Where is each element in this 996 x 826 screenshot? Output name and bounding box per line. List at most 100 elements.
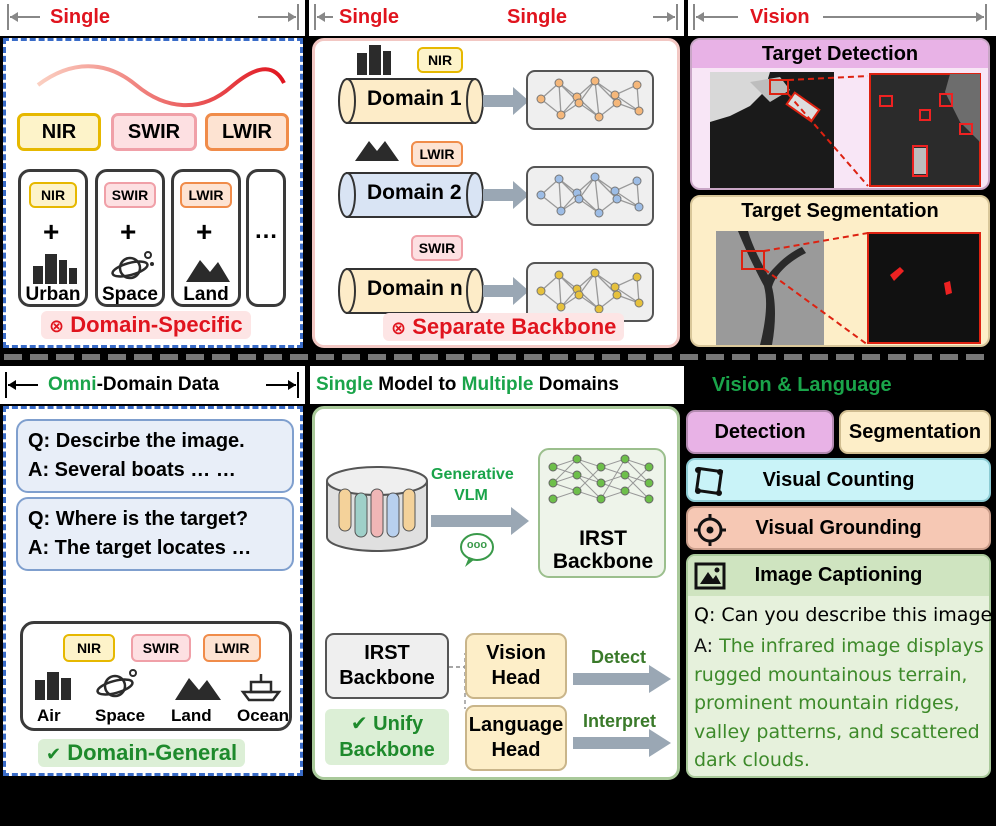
qa-box-1: Q: Descirbe the image. A: Several boats … <box>16 419 294 493</box>
domain-specific-panel: NIR SWIR LWIR NIR + Urban SWIR + Space L… <box>3 38 303 348</box>
cylinder-domain-n <box>338 268 484 314</box>
target-icon <box>694 514 726 546</box>
domain2-tag: LWIR <box>411 141 463 167</box>
language-head-box: Language Head <box>465 705 567 771</box>
plus-sign: + <box>196 216 213 247</box>
detect-label: Detect <box>591 647 647 667</box>
mountain-icon <box>186 260 230 282</box>
label-space: Space <box>95 706 146 725</box>
qa-box-2: Q: Where is the target? A: The target lo… <box>16 497 294 571</box>
card-space: SWIR + Space <box>95 169 165 307</box>
separate-backbone-label: ⊗ Separate Backbone <box>383 313 625 341</box>
detection-title: Target Detection <box>692 40 988 68</box>
domain-general-label: ✔ Domain-General <box>38 739 246 767</box>
domain-general-panel: Q: Descirbe the image. A: Several boats … <box>3 406 303 776</box>
footer-text: Separate Backbone <box>412 314 617 339</box>
planet-icon <box>96 669 137 698</box>
header-arrow <box>314 4 678 30</box>
multiple-word: Multiple <box>461 374 534 395</box>
database-icon <box>326 466 428 552</box>
check-icon: ✔ <box>46 744 62 764</box>
captioning-header: Image Captioning <box>688 556 989 596</box>
bounding-box-icon <box>694 466 724 496</box>
irst-backbone-box: IRST Backbone <box>325 633 449 699</box>
segmentation-task: Segmentation <box>839 410 991 454</box>
answer-prefix: A: <box>694 635 720 657</box>
nir-chip: NIR <box>17 113 101 151</box>
arrow-right-icon <box>483 87 529 305</box>
network-box-blue <box>526 166 654 226</box>
air-icon <box>35 672 71 700</box>
domain-backbones-graphic <box>338 45 654 322</box>
bottom-header-left: Omni-Domain Data <box>0 366 305 404</box>
bottom-header-mid: Single Model to Multiple Domains <box>310 366 684 404</box>
mountain-icon <box>175 678 221 700</box>
visual-counting-label: Visual Counting <box>762 468 915 491</box>
irst-backbone-net-label: IRST Backbone <box>552 527 654 574</box>
caption-answer: A: The infrared image displays rugged mo… <box>694 632 986 775</box>
top-header-right: Vision <box>688 0 996 36</box>
arrow-right-icon <box>431 507 529 535</box>
connector-lines <box>449 653 466 709</box>
omni-domain-header: Omni-Domain Data <box>46 374 222 396</box>
city-icon <box>357 45 391 75</box>
detection-task: Detection <box>686 410 834 454</box>
qa-question: Q: Where is the target? <box>28 508 249 530</box>
domainn-label: Domain n <box>367 277 463 300</box>
header-arrow <box>693 4 987 30</box>
nir-tag: NIR <box>63 634 115 662</box>
interpret-label: Interpret <box>583 711 657 731</box>
header-single-left: Single <box>50 6 111 28</box>
error-icon: ⊗ <box>49 316 65 336</box>
header-single-mid-right: Single <box>507 6 568 28</box>
segmentation-images <box>716 231 981 346</box>
unify-backbone-panel: Generative VLM ooo IRST Backbone IRST Ba… <box>312 406 680 780</box>
unify-graphic <box>326 448 671 757</box>
qa-answer: A: The target locates … <box>28 537 252 559</box>
image-captioning-label: Image Captioning <box>754 564 923 586</box>
card-land: LWIR + Land <box>171 169 241 307</box>
section-divider <box>4 354 992 360</box>
chat-dots: ooo <box>466 539 488 551</box>
plus-sign: + <box>43 216 60 247</box>
visual-grounding-label: Visual Grounding <box>755 516 922 539</box>
header-arrow <box>7 4 299 30</box>
model-to-words: Model to <box>373 374 462 395</box>
answer-text: The infrared image displays rugged mount… <box>694 635 984 771</box>
lwir-chip: LWIR <box>205 113 289 151</box>
card-tag-lwir: LWIR <box>180 182 232 208</box>
footer-text: Domain-Specific <box>70 312 243 337</box>
unify-text: Unify Backbone <box>339 713 435 761</box>
swir-tag: SWIR <box>131 634 191 662</box>
image-icon <box>694 562 726 590</box>
error-icon: ⊗ <box>391 318 407 338</box>
detection-card: Target Detection <box>690 38 990 190</box>
cylinder-domain-2 <box>338 172 484 218</box>
qa-question: Q: Descirbe the image. <box>28 430 245 452</box>
caption-question: Q: Can you describe this image? <box>694 604 996 626</box>
domainn-tag: SWIR <box>411 235 463 261</box>
mountain-icon <box>355 141 399 161</box>
unify-backbone-label: ✔ Unify Backbone <box>325 709 449 765</box>
visual-grounding-task: Visual Grounding <box>686 506 991 550</box>
domain1-tag: NIR <box>417 47 463 73</box>
footer-text: Domain-General <box>67 740 238 765</box>
card-label-urban: Urban <box>25 284 81 305</box>
single-model-header: Single Model to Multiple Domains <box>316 374 619 396</box>
check-icon: ✔ <box>350 713 368 735</box>
separate-backbone-panel: NIR LWIR SWIR Domain 1 Domain 2 Domain n… <box>312 38 680 348</box>
qa-answer: A: Several boats … … <box>28 459 236 481</box>
label-land: Land <box>171 706 212 725</box>
domain1-label: Domain 1 <box>367 87 462 110</box>
omni-word: Omni <box>48 374 97 395</box>
header-arrow <box>5 372 299 398</box>
wave-icon <box>36 64 286 108</box>
lwir-tag: LWIR <box>203 634 261 662</box>
card-urban: NIR + Urban <box>18 169 88 307</box>
single-word: Single <box>316 374 374 395</box>
visual-counting-task: Visual Counting <box>686 458 991 502</box>
network-box-orange <box>526 70 654 130</box>
domain2-label: Domain 2 <box>367 181 462 204</box>
cylinder-domain-1 <box>338 78 484 124</box>
segmentation-card: Target Segmentation <box>690 195 990 347</box>
